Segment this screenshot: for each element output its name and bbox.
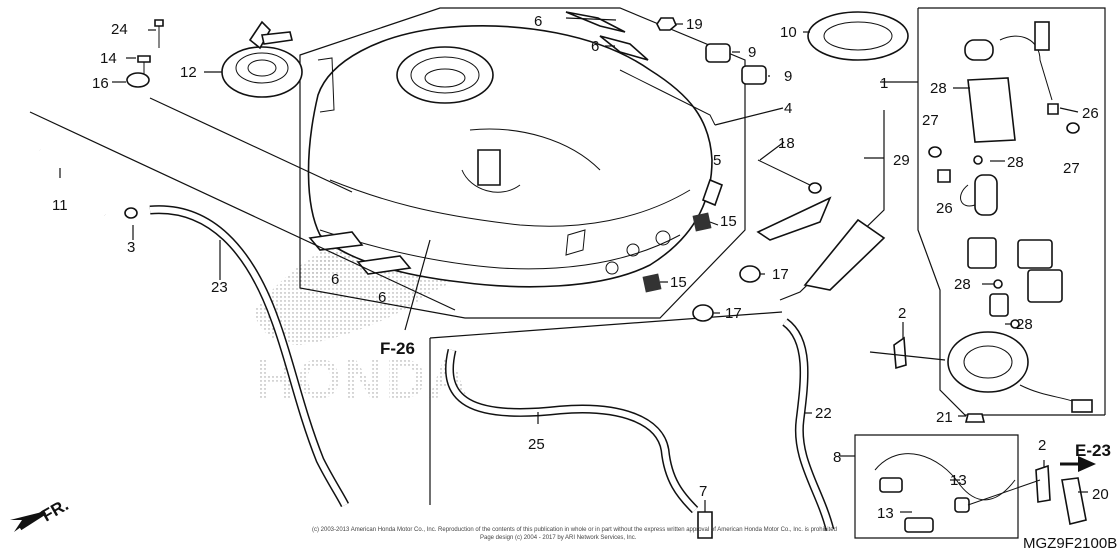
callout-22: 22 [815,405,832,422]
callout-26a: 26 [1082,105,1099,122]
ref-f26: F-26 [380,339,415,358]
drain-tube-11-inner [39,147,114,216]
callout-24: 24 [111,21,128,38]
fitting-7 [697,511,713,539]
callout-14: 14 [100,50,117,67]
nut-21 [964,413,986,423]
callout-7: 7 [699,483,707,500]
bolt-24 [154,19,164,48]
callout-18: 18 [778,135,795,152]
pad-15a [692,212,712,232]
callout-9b: 9 [784,68,792,85]
cover-29a [756,196,832,241]
e23-arrow-icon [1078,456,1096,472]
callout-28b: 28 [1007,154,1024,171]
callout-4: 4 [784,100,792,117]
callout-2b: 2 [1038,437,1046,454]
callout-6d: 6 [378,289,386,306]
callout-21: 21 [936,409,953,426]
callout-17b: 17 [725,305,742,322]
grommet-17a [739,265,761,283]
frame-lines [299,7,1106,539]
callout-27b: 27 [1063,160,1080,177]
callout-8: 8 [833,449,841,466]
ref-fr: FR. [39,495,72,525]
callout-26b: 26 [936,200,953,217]
nut-19 [656,17,677,31]
damper-9b [741,65,767,85]
callout-3: 3 [127,239,135,256]
callout-27a: 27 [922,112,939,129]
screw-27b [1066,122,1080,134]
cover-29b [803,218,886,291]
sub-harness-8 [874,453,1041,533]
callout-20: 20 [1092,486,1109,503]
callout-29: 29 [893,152,910,169]
callout-labels: 1 2 2 3 4 5 6 6 6 6 7 8 9 9 10 11 12 13 … [52,13,1109,522]
joint-3 [124,207,138,219]
bracket-2b [1035,464,1051,503]
diagram-code: MGZ9F2100B [1023,535,1117,552]
ring-10 [807,11,909,61]
callout-11: 11 [52,197,68,214]
bracket-2a [893,336,907,370]
callout-12: 12 [180,64,197,81]
callout-9a: 9 [748,44,756,61]
screw-27a [928,146,942,158]
callout-17a: 17 [772,266,789,283]
callout-6b: 6 [591,38,599,55]
seal-6d [356,255,412,275]
callout-2a: 2 [898,305,906,322]
grommet-17b [692,304,714,322]
callout-16: 16 [92,75,109,92]
copyright-line-1: (c) 2003-2013 American Honda Motor Co., … [312,527,837,533]
callout-6c: 6 [331,271,339,288]
copyright-line-2: Page design (c) 2004 - 2017 by ARI Netwo… [480,535,637,541]
bolt-18 [757,159,822,194]
callout-1: 1 [880,75,888,92]
clip-26a [1047,103,1059,115]
callout-13a: 13 [950,472,967,489]
callout-28a: 28 [930,80,947,97]
oring-28c [993,279,1003,289]
callout-28c: 28 [954,276,971,293]
callout-6a: 6 [534,13,542,30]
leader-lines [29,17,1088,513]
filler-cap [221,20,303,98]
seal-6a [565,11,626,33]
grommet-16 [126,72,150,88]
drain-tube-11 [39,148,113,216]
damper-9a [705,43,731,63]
fuel-pump-assembly [947,21,1093,413]
callout-5: 5 [713,152,721,169]
callout-23: 23 [211,279,228,296]
hose-22 [782,318,835,532]
collar-14 [137,55,151,74]
clip-26b [937,169,951,183]
oring-28b [973,155,983,165]
pad-15b [642,273,662,293]
callout-15b: 15 [670,274,687,291]
callout-15a: 15 [720,213,737,230]
callout-13b: 13 [877,505,894,522]
seal-6b [599,35,649,61]
pad-5 [701,178,724,207]
callout-19: 19 [686,16,703,33]
connector-20 [1061,477,1087,525]
ref-e23: E-23 [1075,441,1111,460]
callout-10: 10 [780,24,797,41]
callout-28d: 28 [1016,316,1033,333]
callout-25: 25 [528,436,545,453]
fuel-tank [307,25,716,288]
